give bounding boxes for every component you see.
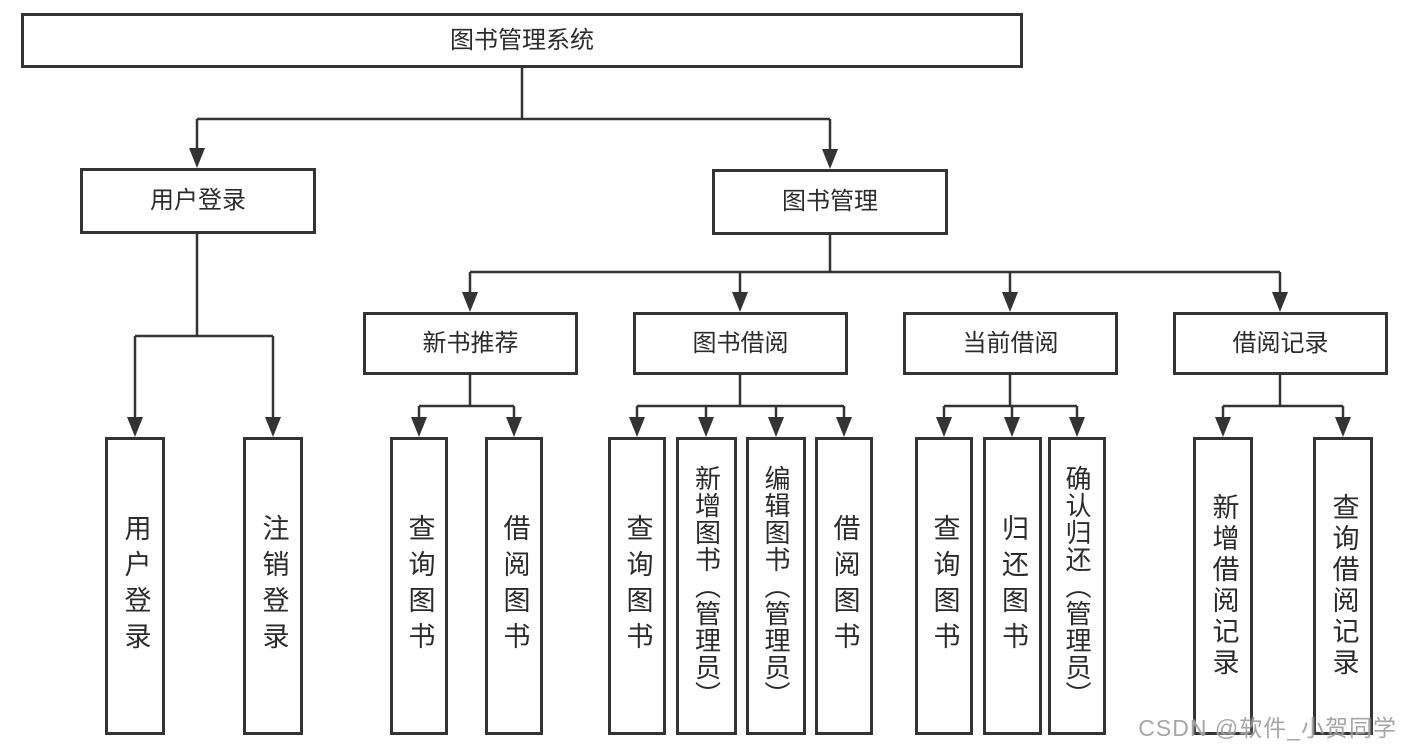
arrow-down-icon [189, 148, 205, 168]
connector-bookmgmt-to-level3 [468, 235, 1282, 296]
node-label: 查询图书 [929, 514, 960, 658]
arrow-down-icon [506, 417, 522, 437]
node-label: 借阅图书 [499, 514, 530, 658]
node-label: 当前借阅 [962, 329, 1059, 357]
node-leaf-current-confirm-return-admin: 确认归还（管理员） [1048, 437, 1106, 735]
node-leaf-newbook-query-books: 查询图书 [390, 437, 448, 735]
arrow-down-icon [462, 292, 478, 312]
node-label: 新书推荐 [422, 329, 519, 357]
arrow-down-icon [936, 417, 952, 437]
node-leaf-logout: 注销登录 [243, 437, 303, 735]
node-current-borrowing: 当前借阅 [903, 312, 1118, 375]
arrow-down-icon [1335, 417, 1351, 437]
node-label: 查询图书 [404, 514, 435, 658]
arrow-down-icon [732, 292, 748, 312]
connector-borrow-to-leaves [635, 375, 846, 421]
arrow-down-icon [836, 417, 852, 437]
arrow-down-icon [629, 417, 645, 437]
arrow-down-icon [1002, 292, 1018, 312]
node-leaf-borrow-add-books-admin: 新增图书（管理员） [676, 437, 737, 735]
arrow-down-icon [1215, 417, 1231, 437]
node-user-login: 用户登录 [80, 168, 316, 234]
node-leaf-borrow-edit-books-admin: 编辑图书（管理员） [746, 437, 806, 735]
connector-current-to-leaves [942, 375, 1079, 421]
arrow-down-icon [1272, 292, 1288, 312]
node-label: 图书借阅 [692, 329, 789, 357]
node-leaf-current-query-books: 查询图书 [915, 437, 973, 735]
node-leaf-user-login: 用户登录 [105, 437, 165, 735]
node-book-management: 图书管理 [712, 169, 948, 235]
arrow-down-icon [822, 149, 838, 169]
node-label: 编辑图书（管理员） [761, 464, 791, 708]
arrow-down-icon [1069, 417, 1085, 437]
node-library-management-system: 图书管理系统 [21, 13, 1023, 68]
node-leaf-borrow-borrow-books: 借阅图书 [815, 437, 873, 735]
node-label: 用户登录 [120, 514, 151, 658]
arrow-down-icon [127, 417, 143, 437]
node-label: 借阅图书 [829, 514, 860, 658]
node-leaf-current-return-books: 归还图书 [983, 437, 1042, 735]
arrow-down-icon [768, 417, 784, 437]
node-label: 图书管理系统 [450, 26, 594, 54]
node-leaf-borrow-query-books: 查询图书 [608, 437, 666, 735]
watermark: CSDN @软件_小贺同学 [1138, 715, 1397, 741]
node-label: 注销登录 [258, 514, 289, 658]
node-label: 查询图书 [622, 514, 653, 658]
node-label: 确认归还（管理员） [1062, 464, 1092, 708]
node-label: 用户登录 [150, 187, 246, 214]
node-label: 图书管理 [782, 188, 878, 215]
node-label: 查询借阅记录 [1328, 493, 1359, 679]
arrow-down-icon [265, 417, 281, 437]
node-book-borrowing: 图书借阅 [633, 312, 848, 375]
node-new-book-recommendation: 新书推荐 [363, 312, 578, 375]
arrow-down-icon [698, 417, 714, 437]
connector-newbook-to-leaves [417, 375, 516, 421]
node-leaf-record-query-borrow-record: 查询借阅记录 [1313, 437, 1373, 735]
connector-record-to-leaves [1221, 375, 1345, 421]
node-label: 新增借阅记录 [1208, 493, 1239, 679]
node-leaf-newbook-borrow-books: 借阅图书 [485, 437, 543, 735]
node-borrowing-records: 借阅记录 [1173, 312, 1388, 375]
node-label: 新增图书（管理员） [691, 464, 722, 708]
connector-root-to-level2 [195, 68, 832, 153]
node-label: 借阅记录 [1232, 329, 1329, 357]
node-label: 归还图书 [998, 514, 1028, 658]
arrow-down-icon [1004, 417, 1020, 437]
arrow-down-icon [411, 417, 427, 437]
connector-userlogin-to-leaves [133, 233, 275, 421]
node-leaf-record-add-borrow-record: 新增借阅记录 [1193, 437, 1253, 735]
